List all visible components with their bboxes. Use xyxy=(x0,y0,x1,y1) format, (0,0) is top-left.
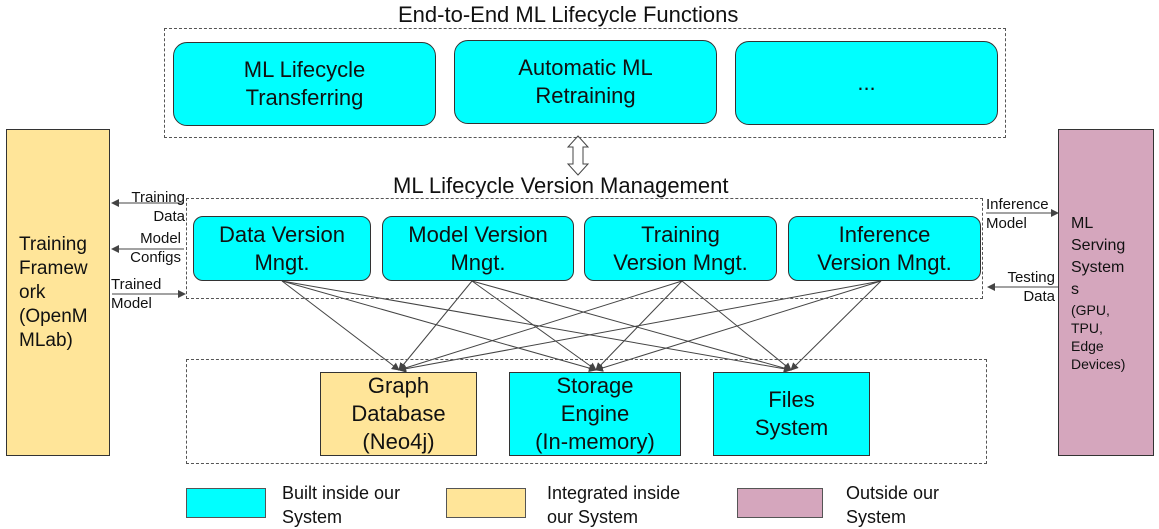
ml-lifecycle-transferring-box: ML Lifecycle Transferring xyxy=(173,42,436,126)
connector xyxy=(471,280,792,372)
connector xyxy=(281,280,597,372)
model-version-label: Model Version Mngt. xyxy=(408,221,548,275)
files-system-box: Files System xyxy=(713,372,870,456)
connector xyxy=(398,280,882,373)
automatic-ml-retraining-box: Automatic ML Retraining xyxy=(454,40,717,124)
inference-model-label: Inference Model xyxy=(986,196,1049,232)
legend-swatch-integrated-inside xyxy=(446,488,526,518)
model-version-box: Model Version Mngt. xyxy=(382,216,574,281)
training-framework-box: Training Framew ork (OpenM MLab) xyxy=(6,129,110,456)
legend-swatch-built-inside xyxy=(186,488,266,518)
connector xyxy=(471,280,597,371)
connector xyxy=(398,280,473,371)
serving-systems-label: ML Serving System s xyxy=(1071,214,1126,298)
graph-database-label: Graph Database (Neo4j) xyxy=(351,373,446,454)
training-data-label: Training Data xyxy=(131,189,185,225)
legend-label-outside: Outside our System xyxy=(846,483,940,527)
testing-data-label: Testing Data xyxy=(1007,269,1055,305)
serving-systems-box: ML Serving System s (GPU, TPU, Edge Devi… xyxy=(1058,129,1154,456)
lifecycle-functions-container xyxy=(164,28,1006,138)
trained-model-label: Trained Model xyxy=(111,276,162,312)
lifecycle-functions-title: End-to-End ML Lifecycle Functions xyxy=(398,2,739,27)
training-version-label: Training Version Mngt. xyxy=(613,221,748,275)
files-system-label: Files System xyxy=(754,387,829,440)
bidirectional-arrow xyxy=(566,135,590,176)
connector xyxy=(281,280,792,373)
storage-engine-box: Storage Engine (In-memory) xyxy=(509,372,681,456)
version-management-title: ML Lifecycle Version Management xyxy=(393,173,729,198)
model-configs-label: Model Configs xyxy=(130,230,181,266)
inference-version-box: Inference Version Mngt. xyxy=(788,216,981,281)
version-management-container xyxy=(186,198,983,299)
framework-flow-arrows xyxy=(111,199,1059,298)
connector xyxy=(595,280,882,372)
data-version-label: Data Version Mngt. xyxy=(219,221,345,275)
legend-swatch-outside xyxy=(737,488,823,518)
storage-engine-label: Storage Engine (In-memory) xyxy=(535,373,655,454)
version-to-storage-connectors xyxy=(281,280,882,373)
connector xyxy=(681,280,792,371)
connector xyxy=(398,280,683,372)
legend-label-integrated-inside: Integrated inside our System xyxy=(547,483,681,527)
serving-systems-sublabel: (GPU, TPU, Edge Devices) xyxy=(1071,301,1126,372)
legend-label-built-inside: Built inside our System xyxy=(282,483,401,527)
more-functions-box: ... xyxy=(735,41,998,125)
training-version-box: Training Version Mngt. xyxy=(584,216,777,281)
storage-container xyxy=(186,359,987,464)
connector xyxy=(790,280,882,371)
automatic-ml-retraining-label: Automatic ML Retraining xyxy=(518,55,653,108)
ml-lifecycle-transferring-label: ML Lifecycle Transferring xyxy=(243,57,366,110)
data-version-box: Data Version Mngt. xyxy=(193,216,371,281)
training-framework-label: Training Framew ork (OpenM MLab) xyxy=(19,233,88,351)
connector xyxy=(281,280,400,371)
graph-database-box: Graph Database (Neo4j) xyxy=(320,372,477,456)
inference-version-label: Inference Version Mngt. xyxy=(817,221,952,275)
serving-systems-text: ML Serving System s (GPU, TPU, Edge Devi… xyxy=(1071,213,1125,373)
more-functions-label: ... xyxy=(857,70,876,95)
